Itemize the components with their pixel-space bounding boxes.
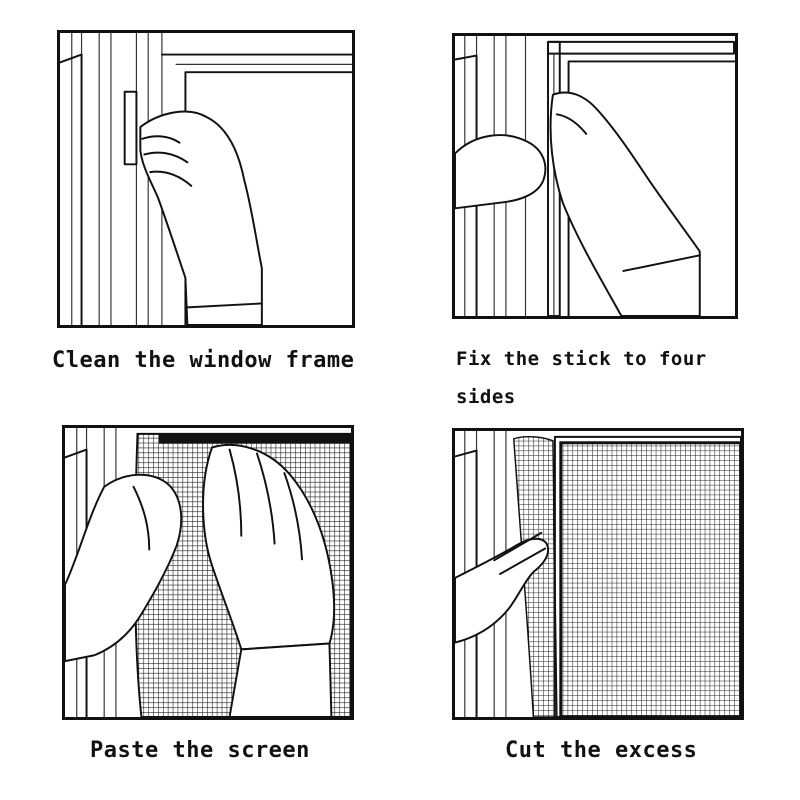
cut-excess-illustration [455, 431, 741, 717]
step-3-illustration [62, 425, 354, 720]
paste-screen-illustration [65, 428, 351, 717]
step-3-caption: Paste the screen [90, 738, 310, 763]
step-1-illustration [57, 30, 355, 328]
step-4-illustration [452, 428, 744, 720]
step-2-caption: Fix the stick to four sides [456, 348, 707, 408]
step-4-caption: Cut the excess [505, 738, 698, 763]
apply-tape-illustration [455, 36, 735, 316]
step-1-caption: Clean the window frame [52, 348, 355, 373]
step-2-illustration [452, 33, 738, 319]
window-frame-hand-illustration [60, 33, 352, 325]
